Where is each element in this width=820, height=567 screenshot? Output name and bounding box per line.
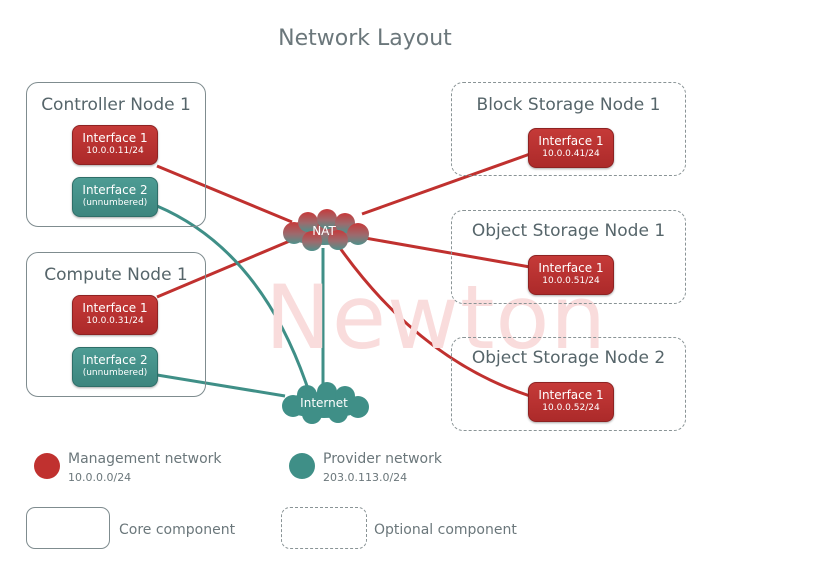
nat-label: NAT [312,224,336,238]
controller-node-title: Controller Node 1 [41,95,191,115]
object-storage-2-interface-1[interactable]: Interface 1 10.0.0.52/24 [528,382,614,422]
interface-name: Interface 1 [82,301,148,315]
compute-node: Compute Node 1 Interface 1 10.0.0.31/24 … [26,252,206,397]
optional-component-label: Optional component [374,522,517,538]
interface-name: Interface 1 [538,134,604,148]
nat-cloud[interactable]: NAT [272,208,376,252]
internet-cloud[interactable]: Internet [271,380,377,426]
controller-interface-2[interactable]: Interface 2 (unnumbered) [72,177,158,217]
link-block-nat [361,152,531,216]
block-storage-node-title: Block Storage Node 1 [476,95,661,115]
optional-component-swatch [281,507,367,549]
interface-address: 10.0.0.11/24 [86,146,144,156]
link-controller-nat [156,164,293,224]
interface-address: 10.0.0.31/24 [86,316,144,326]
interface-address: 10.0.0.51/24 [542,276,600,286]
interface-address: 10.0.0.41/24 [542,149,600,159]
controller-interface-1[interactable]: Interface 1 10.0.0.11/24 [72,125,158,165]
management-network-subnet: 10.0.0.0/24 [68,471,132,484]
link-compute-internet [156,373,286,398]
interface-name: Interface 2 [82,183,148,197]
management-network-label: Management network [68,451,222,467]
management-network-swatch [34,453,60,479]
compute-node-title: Compute Node 1 [44,265,188,285]
object-storage-node-2-title: Object Storage Node 2 [471,348,666,368]
compute-interface-1[interactable]: Interface 1 10.0.0.31/24 [72,295,158,335]
link-object1-nat [364,236,531,269]
block-storage-interface-1[interactable]: Interface 1 10.0.0.41/24 [528,128,614,168]
internet-label: Internet [300,396,348,410]
interface-name: Interface 1 [538,388,604,402]
object-storage-node-1-title: Object Storage Node 1 [471,221,666,241]
link-controller-internet [156,204,309,387]
core-component-swatch [26,507,110,549]
compute-interface-2[interactable]: Interface 2 (unnumbered) [72,347,158,387]
interface-name: Interface 1 [538,261,604,275]
interface-address: (unnumbered) [82,368,148,378]
core-component-label: Core component [119,522,236,538]
link-compute-nat [156,238,293,299]
internet-cloud-icon [282,382,369,424]
object-storage-node-2: Object Storage Node 2 Interface 1 10.0.0… [451,337,686,431]
nat-cloud-icon [283,209,369,251]
provider-network-subnet: 203.0.113.0/24 [323,471,408,484]
provider-network-swatch [289,453,315,479]
object-storage-1-interface-1[interactable]: Interface 1 10.0.0.51/24 [528,255,614,295]
block-storage-node: Block Storage Node 1 Interface 1 10.0.0.… [451,82,686,176]
controller-node: Controller Node 1 Interface 1 10.0.0.11/… [26,82,206,227]
object-storage-node-1: Object Storage Node 1 Interface 1 10.0.0… [451,210,686,304]
interface-name: Interface 2 [82,353,148,367]
page-title: Network Layout [278,26,452,51]
interface-address: 10.0.0.52/24 [542,403,600,413]
interface-name: Interface 1 [82,131,148,145]
link-object2-nat [338,247,531,398]
interface-address: (unnumbered) [82,198,148,208]
provider-network-label: Provider network [323,451,442,467]
